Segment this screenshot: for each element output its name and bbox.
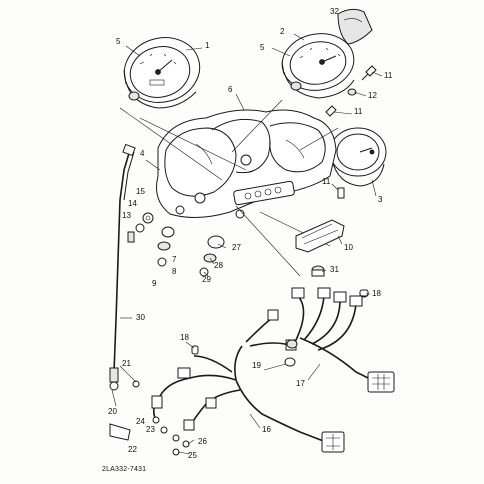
part-22-to-26-screws	[152, 416, 190, 456]
callout-19: 19	[252, 361, 261, 370]
callout-20: 20	[108, 407, 117, 416]
callout-14: 14	[128, 199, 137, 208]
part-1-speedometer	[123, 37, 201, 109]
callout-5-right: 5	[260, 43, 265, 52]
callout-12: 12	[368, 91, 377, 100]
part-7-8-9-grommets	[157, 226, 175, 267]
part-16-main-harness	[151, 309, 345, 453]
callout-29: 29	[202, 275, 211, 284]
part-20-bracket	[109, 423, 131, 441]
part-3-gauge	[329, 127, 387, 187]
callout-27: 27	[232, 243, 241, 252]
part-6-meter-housing	[156, 109, 337, 219]
callout-11-bottom: 11	[322, 177, 331, 186]
callout-32: 32	[330, 7, 339, 16]
part-13-14-15-washers	[127, 212, 154, 243]
callout-4: 4	[140, 149, 145, 158]
callout-10: 10	[344, 243, 353, 252]
callout-16: 16	[262, 425, 271, 434]
callout-5-left: 5	[116, 37, 121, 46]
part-11-12-screws	[325, 65, 377, 199]
callout-25: 25	[188, 451, 197, 460]
callout-18-right: 18	[372, 289, 381, 298]
part-27-28-29-cushions	[199, 235, 225, 277]
callout-26: 26	[198, 437, 207, 446]
callout-8: 8	[172, 267, 177, 276]
callout-15: 15	[136, 187, 145, 196]
callout-17: 17	[296, 379, 305, 388]
callout-31: 31	[330, 265, 339, 274]
callout-21: 21	[122, 359, 131, 368]
callout-11-middle: 11	[354, 107, 363, 116]
callout-6: 6	[228, 85, 233, 94]
callout-11-top: 11	[384, 71, 393, 80]
callout-23: 23	[146, 425, 155, 434]
callout-30: 30	[136, 313, 145, 322]
callout-leaders	[111, 33, 383, 455]
part-17-sub-harness	[291, 287, 395, 393]
callout-13: 13	[122, 211, 131, 220]
part-10-indicator-lens	[295, 219, 345, 253]
assembly-leader-lines	[119, 99, 339, 277]
callout-9: 9	[152, 279, 157, 288]
callout-3: 3	[378, 195, 383, 204]
part-21-clip	[132, 380, 140, 388]
callout-28: 28	[214, 261, 223, 270]
part-30-cable	[109, 143, 136, 391]
diagram-reference-code: 2LA332-7431	[102, 466, 147, 473]
part-18-bulb	[191, 289, 369, 355]
callout-2: 2	[280, 27, 285, 36]
part-2-tachometer	[281, 33, 355, 99]
callout-24: 24	[136, 417, 145, 426]
part-19-socket	[284, 339, 298, 367]
callout-1: 1	[205, 41, 210, 50]
part-32-label-tag	[337, 8, 373, 45]
part-31-bolt	[311, 265, 325, 277]
callout-18-left: 18	[180, 333, 189, 342]
callout-7: 7	[172, 255, 177, 264]
callout-22: 22	[128, 445, 137, 454]
